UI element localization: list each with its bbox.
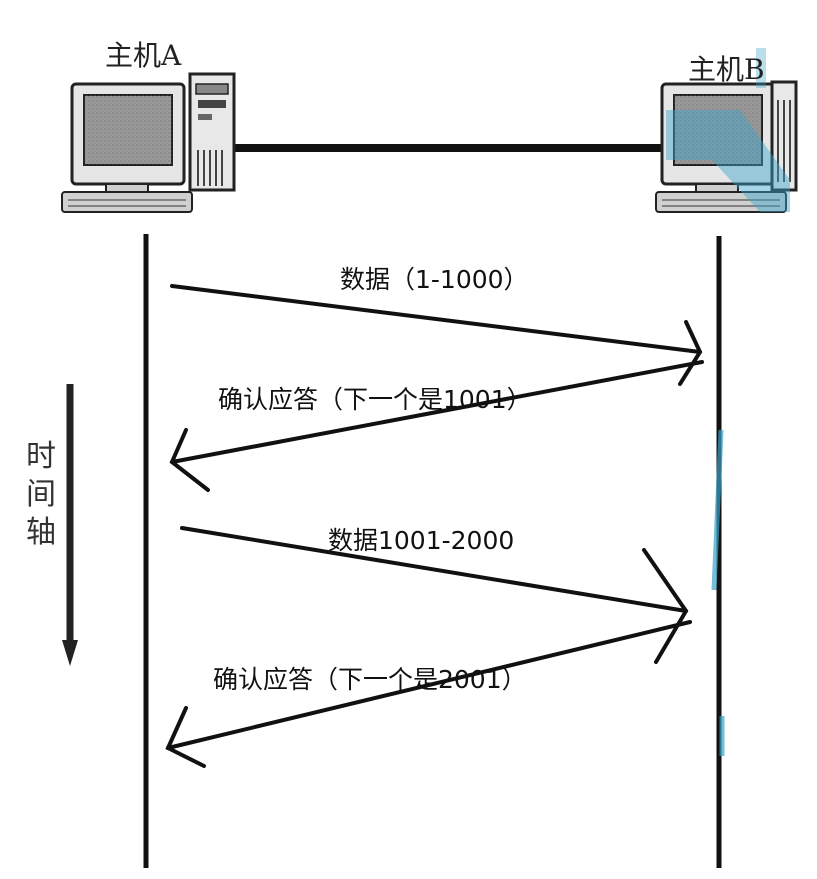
host-b-highlight-overlay <box>666 110 790 212</box>
host-a-label: 主机A <box>105 39 182 72</box>
message-label-4: 确认应答（下一个是2001） <box>213 665 527 694</box>
host-b-computer-icon <box>655 48 798 213</box>
message-label-3: 数据1001-2000 <box>328 526 515 555</box>
message-arrow-1 <box>170 284 703 386</box>
time-axis-label: 时间轴 <box>26 439 56 550</box>
message-arrow-4 <box>165 620 692 768</box>
message-label-2: 确认应答（下一个是1001） <box>218 385 532 414</box>
message-arrow-2 <box>169 360 704 492</box>
message-label-1: 数据（1-1000） <box>340 265 529 294</box>
timeline-highlight-mark <box>711 429 724 591</box>
message-arrow-3 <box>180 526 689 664</box>
time-axis-arrow-icon <box>62 384 78 666</box>
host-b-label: 主机B <box>688 53 765 86</box>
host-a-computer-icon <box>61 72 236 213</box>
